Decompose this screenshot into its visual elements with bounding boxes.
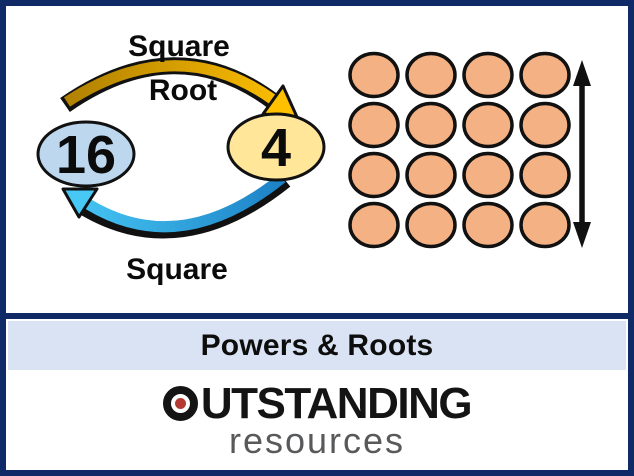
counter-dot — [348, 201, 400, 249]
square-arrow — [61, 173, 291, 239]
counter-dot — [462, 51, 514, 99]
square-label: Square — [126, 253, 228, 286]
diagram-svg: 16 4 Square Root Square — [36, 30, 591, 286]
title-bar: Powers & Roots — [8, 321, 626, 370]
square-root-arrow — [60, 57, 299, 119]
counter-dot — [405, 151, 457, 199]
counter-dot — [462, 201, 514, 249]
brand-name-row: UTSTANDING — [162, 379, 473, 429]
value-4-label: 4 — [261, 118, 291, 178]
counter-dot — [462, 101, 514, 149]
dot-grid — [348, 51, 571, 249]
counter-dot — [348, 101, 400, 149]
counter-dot — [405, 51, 457, 99]
logo-section: UTSTANDING resources — [6, 372, 628, 470]
height-arrow-top-head — [573, 60, 591, 86]
diagram-section: 16 4 Square Root Square — [6, 6, 628, 313]
counter-dot — [519, 101, 571, 149]
counter-dot — [405, 101, 457, 149]
square-arrowhead-icon — [61, 187, 99, 219]
counter-dot — [519, 51, 571, 99]
counter-dot — [519, 201, 571, 249]
logo-o-ring-icon — [162, 386, 198, 422]
counter-dot — [348, 151, 400, 199]
section-divider — [6, 313, 628, 319]
counter-dot — [462, 151, 514, 199]
counter-dot — [348, 51, 400, 99]
brand-name: UTSTANDING — [200, 379, 473, 429]
square-root-label-line2: Root — [149, 74, 217, 107]
brand-subtitle: resources — [228, 419, 406, 461]
square-arrow-band — [85, 173, 286, 233]
square-root-label-line1: Square — [128, 30, 230, 63]
counter-dot — [405, 201, 457, 249]
value-ellipse-4 — [226, 112, 326, 182]
logo-red-dot-icon — [174, 398, 186, 410]
square-root-arrow-band — [64, 60, 276, 107]
value-16-label: 16 — [56, 125, 116, 185]
height-double-arrow-icon — [573, 60, 591, 248]
brand-logo: UTSTANDING resources — [162, 379, 473, 461]
page-title: Powers & Roots — [200, 328, 434, 362]
height-arrow-bottom-head — [573, 222, 591, 248]
value-ellipse-16 — [36, 120, 136, 188]
counter-dot — [519, 151, 571, 199]
